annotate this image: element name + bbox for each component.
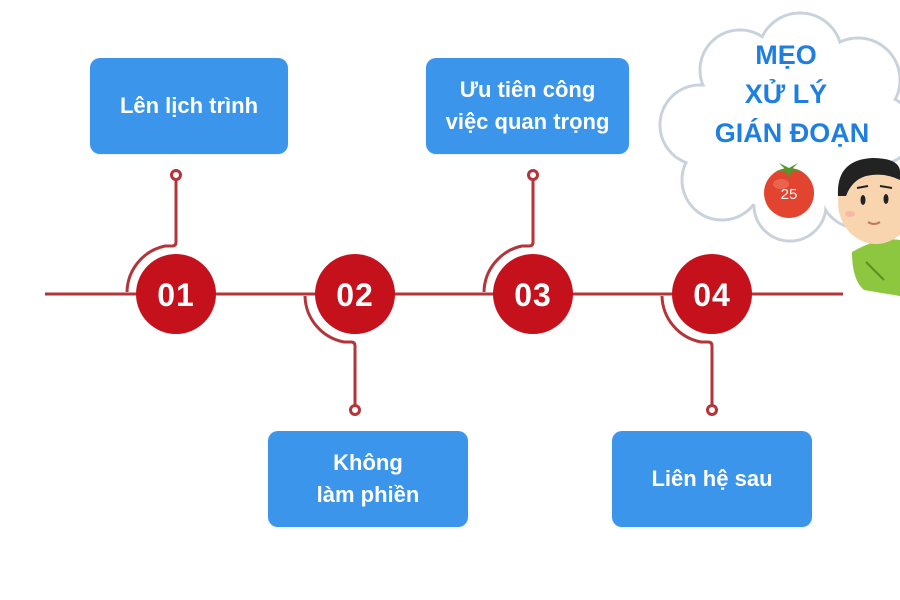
cloud-title-line-1: MẸO <box>755 40 817 70</box>
step-04-connector <box>660 295 718 416</box>
step-04-badge: 04 <box>672 254 752 334</box>
step-04-label-line-1: Liên hệ sau <box>651 466 773 492</box>
step-02-box: Không làm phiền <box>268 431 468 527</box>
cloud-title-line-3: GIÁN ĐOẠN <box>715 117 870 148</box>
step-01-connector <box>125 169 182 293</box>
step-02-badge: 02 <box>315 254 395 334</box>
step-03-connector <box>482 169 539 293</box>
step-04-box: Liên hệ sau <box>612 431 812 527</box>
step-01-label-line-1: Lên lịch trình <box>119 93 259 119</box>
timer-label: 25 <box>781 186 798 203</box>
step-02-label-line-1: Không <box>333 450 403 476</box>
step-03-label-line-1: Ưu tiên công <box>459 77 596 103</box>
step-01-badge: 01 <box>136 254 216 334</box>
step-04-number: 04 <box>693 277 731 313</box>
person-thinking-icon <box>837 158 900 296</box>
step-03-label-line-2: việc quan trọng <box>445 109 610 134</box>
step-03-badge: 03 <box>493 254 573 334</box>
tomato-timer-icon: 25 <box>764 163 814 218</box>
step-03-box: Ưu tiên công việc quan trọng <box>426 58 629 154</box>
step-02-label-line-2: làm phiền <box>316 482 420 507</box>
step-01-box: Lên lịch trình <box>90 58 288 154</box>
cloud-title-line-2: XỬ LÝ <box>745 77 827 109</box>
step-02-connector <box>303 295 361 416</box>
step-03-number: 03 <box>514 277 552 313</box>
step-01-number: 01 <box>157 277 195 313</box>
step-02-number: 02 <box>336 277 374 313</box>
